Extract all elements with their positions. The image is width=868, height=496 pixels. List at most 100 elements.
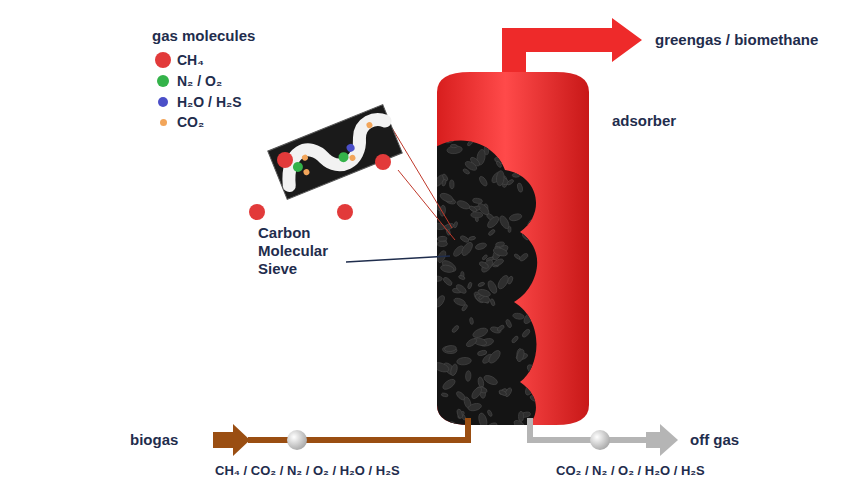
granule: [525, 216, 539, 233]
granule: [451, 325, 460, 334]
granule: [486, 215, 501, 230]
vessel-label: adsorber: [612, 112, 676, 129]
granule: [456, 199, 471, 211]
offgas-label: off gas: [690, 431, 739, 449]
granule: [485, 421, 499, 433]
granule: [519, 411, 524, 421]
granule: [450, 144, 457, 148]
granule: [446, 132, 461, 139]
granule: [437, 236, 447, 241]
granule: [471, 212, 483, 218]
granule: [450, 363, 459, 376]
granule: [453, 297, 466, 307]
granule: [496, 161, 503, 169]
granule: [456, 357, 471, 366]
granule: [529, 310, 538, 320]
granule: [528, 130, 537, 140]
legend-swatch: [158, 97, 168, 107]
granule: [499, 134, 506, 140]
granule: [523, 300, 531, 306]
granule: [432, 361, 450, 374]
granule: [521, 328, 531, 338]
granule: [490, 298, 496, 306]
granule: [472, 326, 489, 339]
zoom-line: [398, 170, 455, 240]
granule: [507, 276, 514, 285]
granule: [442, 346, 457, 355]
granule: [521, 232, 530, 241]
methane-molecule: [337, 204, 353, 220]
granule: [488, 229, 496, 237]
granule: [431, 417, 444, 430]
legend-text: CO₂: [177, 113, 204, 131]
granule: [509, 213, 523, 222]
granule: [448, 420, 459, 431]
granule: [498, 214, 511, 230]
granule: [432, 276, 443, 281]
offgas-pipe: [530, 418, 650, 440]
granule: [477, 288, 491, 298]
feed-pipe: [248, 418, 468, 440]
granule: [439, 192, 455, 204]
granule: [467, 282, 472, 290]
methane-molecule: [249, 204, 265, 220]
valve: [590, 430, 610, 450]
material-label: Carbon Molecular Sieve: [258, 224, 344, 278]
pore-inset: [268, 105, 402, 200]
granule: [525, 363, 542, 379]
granule: [512, 312, 524, 320]
granule: [459, 235, 469, 243]
granule: [495, 241, 505, 247]
methane-molecule: [277, 152, 293, 168]
granule: [483, 374, 499, 387]
granule: [441, 377, 457, 391]
feed-arrow: [213, 424, 250, 456]
granule: [501, 131, 508, 140]
granule: [475, 242, 488, 251]
granule: [498, 389, 507, 396]
granule: [467, 402, 482, 412]
legend-text: CH₄: [177, 51, 204, 69]
granule: [487, 349, 502, 365]
legend-text: N₂ / O₂: [177, 72, 222, 90]
granule: [530, 283, 535, 290]
granule: [450, 180, 455, 189]
granule: [504, 135, 511, 143]
product-label: greengas / biomethane: [655, 31, 818, 49]
granule: [442, 276, 453, 286]
product-arrow: [502, 18, 642, 76]
granule: [529, 395, 538, 403]
adsorber-node: adsorber: [437, 72, 589, 425]
granule: [455, 283, 468, 295]
granule: [517, 182, 524, 192]
granule: [527, 154, 542, 164]
granule: [456, 408, 463, 419]
granule: [492, 246, 508, 257]
granule: [530, 226, 535, 236]
granule: [493, 258, 505, 267]
feed-composition: CH₄ / CO₂ / N₂ / O₂ / H₂O / H₂S: [215, 462, 400, 480]
granule: [506, 179, 514, 186]
legend-swatch: [160, 119, 167, 126]
granule: [441, 393, 448, 398]
granule: [518, 252, 529, 262]
granule: [505, 319, 513, 329]
zoom-line: [392, 128, 452, 228]
granule: [477, 350, 487, 357]
granule: [512, 173, 520, 177]
methane-molecule: [375, 154, 391, 170]
legend-title: gas molecules: [152, 27, 255, 45]
granule: [477, 377, 484, 388]
granule: [434, 294, 447, 308]
granule: [462, 168, 470, 175]
granule: [511, 335, 519, 344]
granule: [439, 205, 446, 216]
granule: [496, 170, 505, 186]
granule: [460, 241, 475, 258]
granule: [458, 275, 465, 281]
granule: [478, 282, 486, 288]
feed-label: biogas: [130, 431, 178, 449]
